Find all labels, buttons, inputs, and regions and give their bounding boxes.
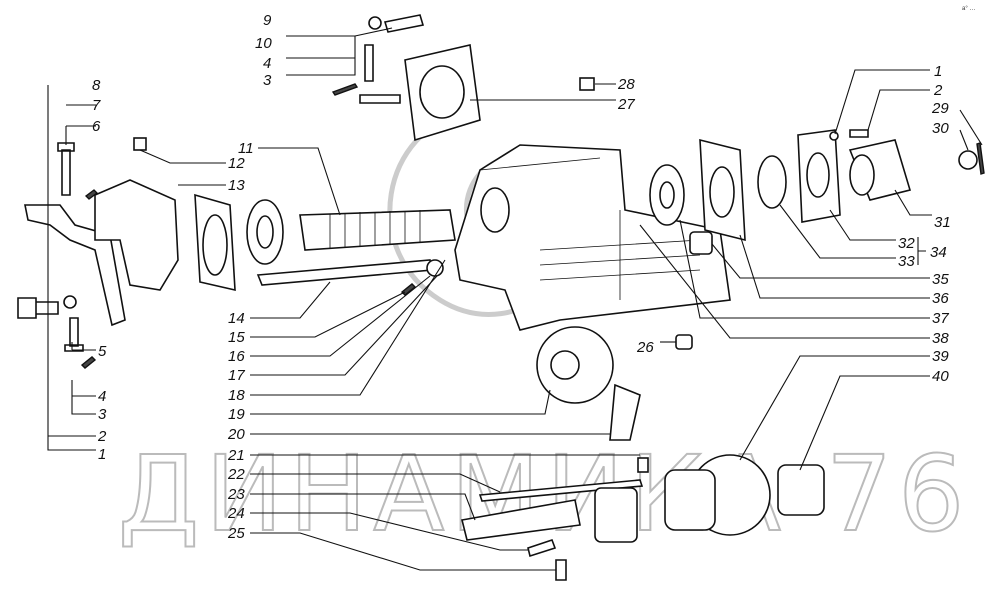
label-center-23: 23 [227,486,245,503]
part-needle-bearing-40 [777,464,825,516]
leader-lines [47,27,983,571]
label-right-34: 34 [930,244,947,261]
part-bolt-21 [637,457,649,473]
part-gasket-hole [202,214,228,276]
part-plug-26 [675,334,693,350]
part-gearbox-housing [454,144,731,331]
part-labels: 8 7 6 5 4 3 2 1 9 10 4 3 11 12 13 28 27 … [92,12,951,542]
gear-19-bore [550,350,580,380]
label-center-16: 16 [228,348,245,365]
part-pin-4 [364,44,374,82]
shaft-splines [329,210,421,248]
label-right-30: 30 [932,120,949,137]
label-top-3: 3 [263,72,272,89]
part-cotter-29 [976,142,985,175]
part-axle-22 [478,479,644,502]
label-left-8: 8 [92,77,101,94]
label-top-27: 27 [617,96,635,113]
label-top-9: 9 [263,12,272,29]
housing-bore [480,187,510,233]
label-right-26: 26 [636,339,654,356]
part-pin [64,317,84,352]
gasket-right-hole [709,166,735,218]
part-bushing-35 [689,231,713,255]
label-top-11: 11 [238,140,254,157]
label-left-2: 2 [97,428,107,445]
part-needle-bearing [594,487,638,543]
flange-bore [419,65,465,119]
part-shaft-23 [461,499,581,541]
label-left-5: 5 [98,343,107,360]
cover-plate-hole [806,152,830,198]
part-bolt-2 [849,129,869,138]
part-cotter-3 [331,83,359,96]
part-bracket-cover [94,179,179,291]
label-left-6: 6 [92,118,101,135]
label-left-1: 1 [98,446,106,463]
part-nut-30 [958,150,978,170]
label-right-38: 38 [932,330,949,347]
label-center-18: 18 [228,387,245,404]
label-top-13: 13 [228,177,245,194]
part-plug-12 [133,137,147,151]
part-washer-1 [829,131,839,141]
part-bolt [57,142,75,196]
part-shift-fork-20 [609,383,641,441]
label-center-24: 24 [227,505,245,522]
label-right-32: 32 [898,235,915,252]
label-center-21: 21 [227,447,245,464]
label-center-20: 20 [227,426,245,443]
part-washer [63,295,77,309]
parts [17,14,985,581]
part-screw-25 [555,559,567,581]
part-nut-9 [368,16,382,30]
label-left-4: 4 [98,388,106,405]
bearing-right-bore [659,181,675,209]
housing-31-bore [849,154,875,196]
label-right-31: 31 [934,214,951,231]
label-right-35: 35 [932,271,949,288]
label-center-22: 22 [227,466,245,483]
part-bolt-large [17,297,59,319]
label-center-25: 25 [227,525,245,542]
part-cotter-pins [80,189,99,369]
part-gear-hub [664,469,716,531]
housing-detail [479,157,701,300]
label-top-28: 28 [617,76,635,93]
corner-mark: a° … [962,6,975,12]
label-right-33: 33 [898,253,915,270]
label-left-3: 3 [98,406,107,423]
label-center-19: 19 [228,406,245,423]
label-right-2: 2 [933,82,943,99]
label-top-4: 4 [263,55,271,72]
label-center-15: 15 [228,329,245,346]
label-right-29: 29 [931,100,949,117]
label-right-37: 37 [932,310,949,327]
part-plug-28 [579,77,595,91]
label-right-40: 40 [932,368,949,385]
part-lock-plate-24 [527,538,557,558]
label-top-12: 12 [228,155,245,172]
part-bolt-10 [383,14,425,33]
label-center-17: 17 [228,367,245,384]
label-right-36: 36 [932,290,949,307]
part-fork-rod [359,94,401,104]
part-rod [256,259,433,286]
label-right-1: 1 [934,63,942,80]
label-top-10: 10 [255,35,272,52]
label-center-14: 14 [228,310,245,327]
part-shaft [299,209,456,251]
part-pin-15 [400,283,417,296]
label-left-7: 7 [92,97,101,114]
label-right-39: 39 [932,348,949,365]
part-seal-cup [757,155,787,209]
part-bearing-bore [256,215,274,249]
